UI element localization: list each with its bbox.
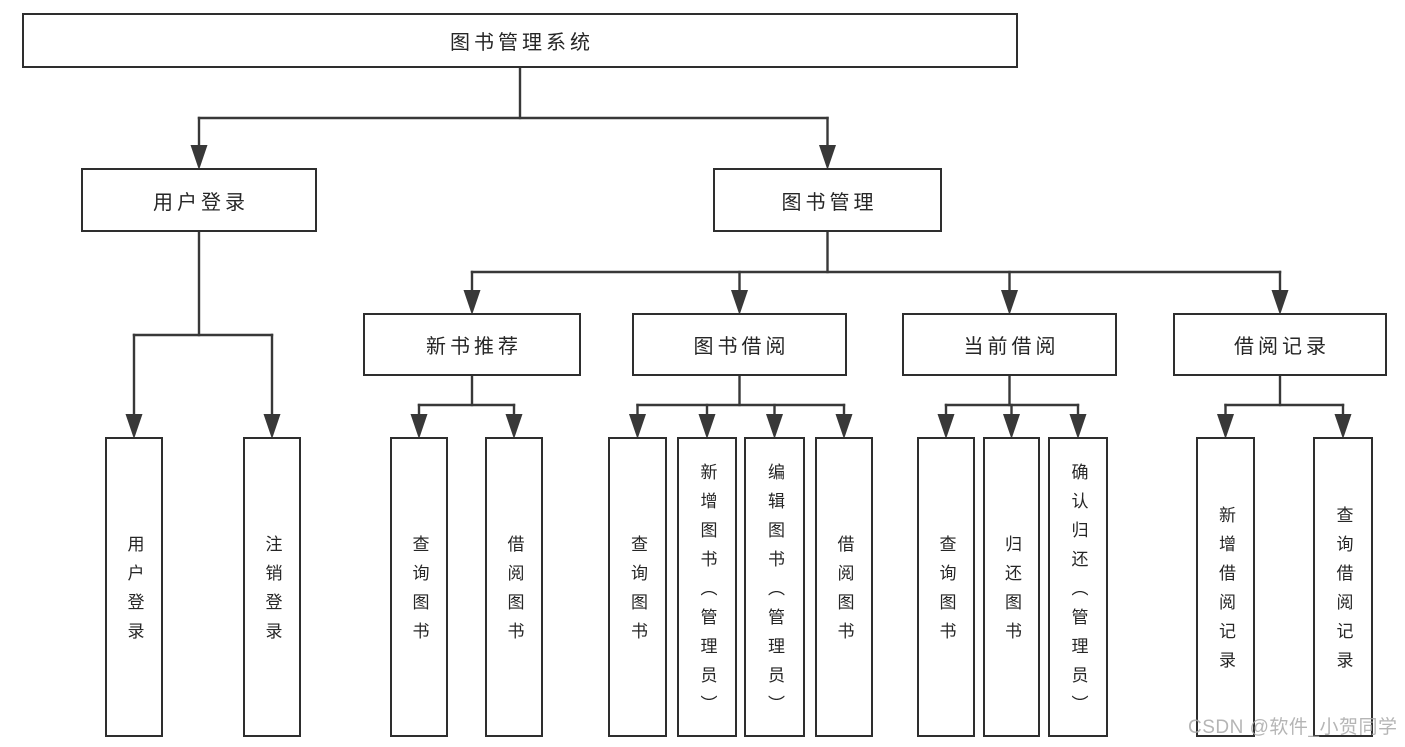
- arrowhead: [698, 414, 716, 439]
- node-label-cb-confirm-return: 确认归还（管理员）: [1068, 462, 1088, 724]
- arrowhead: [1334, 414, 1352, 439]
- node-user-login-group: 用户登录: [81, 168, 317, 232]
- node-rec-query-book: 查询图书: [390, 437, 448, 737]
- node-borrow-records: 借阅记录: [1173, 313, 1387, 376]
- arrowhead: [190, 145, 208, 170]
- node-book-mgmt: 图书管理: [713, 168, 942, 232]
- node-cb-return-book: 归还图书: [983, 437, 1040, 737]
- arrowhead: [1217, 414, 1234, 439]
- arrowhead: [835, 414, 853, 439]
- node-label-current-borrow: 当前借阅: [963, 336, 1060, 358]
- node-rec-borrow-book: 借阅图书: [485, 437, 543, 737]
- node-label-borrow-records: 借阅记录: [1234, 336, 1330, 358]
- arrowhead: [463, 290, 481, 315]
- node-label-root: 图书管理系统: [450, 32, 594, 54]
- arrowhead: [1069, 414, 1087, 439]
- node-bb-query-book: 查询图书: [608, 437, 667, 737]
- node-label-user-login: 用户登录: [124, 535, 144, 651]
- node-label-new-book-rec: 新书推荐: [426, 336, 522, 358]
- node-label-rec-borrow-book: 借阅图书: [504, 535, 524, 651]
- node-book-borrow: 图书借阅: [632, 313, 847, 376]
- node-br-query-record: 查询借阅记录: [1313, 437, 1373, 737]
- node-root: 图书管理系统: [22, 13, 1018, 68]
- arrowhead: [766, 414, 783, 439]
- node-cb-confirm-return: 确认归还（管理员）: [1048, 437, 1108, 737]
- node-label-cb-return-book: 归还图书: [1002, 535, 1021, 651]
- arrowhead: [1271, 290, 1289, 315]
- arrowhead: [1003, 414, 1020, 439]
- arrowhead: [410, 414, 428, 439]
- node-label-bb-borrow-book: 借阅图书: [834, 535, 854, 651]
- arrowhead: [937, 414, 955, 439]
- arrowhead: [629, 414, 646, 439]
- csdn-watermark: CSDN @软件_小贺同学: [1188, 717, 1398, 738]
- node-label-bb-add-book: 新增图书（管理员）: [697, 462, 717, 724]
- node-label-br-add-record: 新增借阅记录: [1216, 506, 1235, 680]
- node-label-user-login-group: 用户登录: [153, 191, 249, 214]
- node-label-book-mgmt: 图书管理: [781, 191, 878, 214]
- node-current-borrow: 当前借阅: [902, 313, 1117, 376]
- node-br-add-record: 新增借阅记录: [1196, 437, 1255, 737]
- node-label-cb-query-book: 查询图书: [936, 535, 956, 651]
- node-bb-add-book: 新增图书（管理员）: [677, 437, 737, 737]
- node-label-book-borrow: 图书借阅: [693, 336, 790, 358]
- node-new-book-rec: 新书推荐: [363, 313, 581, 376]
- node-label-logout: 注销登录: [262, 535, 282, 651]
- arrowhead: [1001, 290, 1018, 315]
- node-label-bb-edit-book: 编辑图书（管理员）: [765, 462, 784, 724]
- node-user-login: 用户登录: [105, 437, 163, 737]
- arrowhead: [731, 290, 748, 315]
- arrowhead: [263, 414, 281, 439]
- node-label-rec-query-book: 查询图书: [409, 535, 429, 651]
- node-logout: 注销登录: [243, 437, 301, 737]
- node-label-bb-query-book: 查询图书: [628, 535, 647, 651]
- node-bb-borrow-book: 借阅图书: [815, 437, 873, 737]
- arrowhead: [505, 414, 523, 439]
- node-cb-query-book: 查询图书: [917, 437, 975, 737]
- node-label-br-query-record: 查询借阅记录: [1333, 506, 1353, 680]
- arrowhead: [125, 414, 143, 439]
- node-bb-edit-book: 编辑图书（管理员）: [744, 437, 805, 737]
- arrowhead: [819, 145, 836, 170]
